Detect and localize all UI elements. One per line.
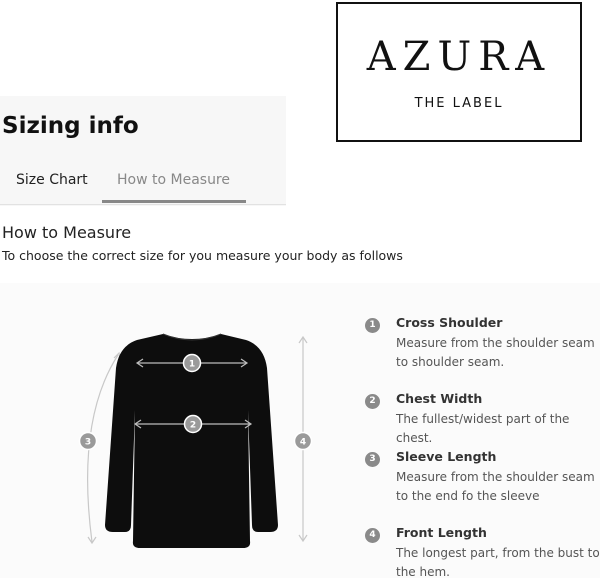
page-title: Sizing info <box>2 113 139 139</box>
front-arrow-top-icon <box>298 335 308 344</box>
tab-size-chart[interactable]: Size Chart <box>16 172 88 188</box>
chest-arrow-right-icon <box>244 419 253 429</box>
measurement-description: Measure from the shoulder seam to the en… <box>396 470 595 503</box>
badge-1-label: 1 <box>189 360 195 370</box>
measurement-title: Front Length <box>396 525 487 540</box>
sleeve-arrow-bottom-icon <box>87 536 97 545</box>
badge-4-label: 4 <box>300 438 306 448</box>
sweater-shape <box>105 334 278 548</box>
brand-tagline: THE LABEL <box>414 96 504 111</box>
sizing-panel-background <box>0 96 286 206</box>
number-4-icon: 4 <box>365 528 380 543</box>
active-tab-indicator <box>102 200 246 203</box>
chest-arrow-left-icon <box>133 419 142 429</box>
section-description: To choose the correct size for you measu… <box>2 248 403 263</box>
number-1-icon: 1 <box>365 318 380 333</box>
badge-2-icon: 2 <box>183 414 203 434</box>
measurement-title: Chest Width <box>396 391 483 406</box>
badge-2-label: 2 <box>190 421 196 431</box>
collar-line <box>162 333 222 341</box>
badge-3-icon: 3 <box>78 431 98 451</box>
measurement-title: Cross Shoulder <box>396 315 503 330</box>
section-heading: How to Measure <box>2 223 132 242</box>
measurement-description: The longest part, from the bust to the h… <box>396 546 600 579</box>
badge-1-icon: 1 <box>182 353 202 373</box>
measurement-title: Sleeve Length <box>396 449 497 464</box>
tab-how-to-measure[interactable]: How to Measure <box>117 172 230 188</box>
badge-3-label: 3 <box>85 438 91 448</box>
measurement-description: The fullest/widest part of the chest. <box>396 412 570 445</box>
number-3-icon: 3 <box>365 452 380 467</box>
badge-4-icon: 4 <box>293 431 313 451</box>
illustration-area <box>0 283 600 578</box>
shoulder-arrow-left-icon <box>135 358 144 368</box>
brand-name: AZURA <box>366 34 552 80</box>
measurement-description: Measure from the shoulder seam to should… <box>396 336 595 369</box>
sweater-measure-diagram: 1 2 3 4 <box>78 333 313 548</box>
shoulder-arrow-right-icon <box>240 358 249 368</box>
tab-bar: Size Chart How to Measure <box>0 160 286 205</box>
number-2-icon: 2 <box>365 394 380 409</box>
brand-logo: AZURA THE LABEL <box>336 2 582 142</box>
front-arrow-bottom-icon <box>298 534 308 543</box>
